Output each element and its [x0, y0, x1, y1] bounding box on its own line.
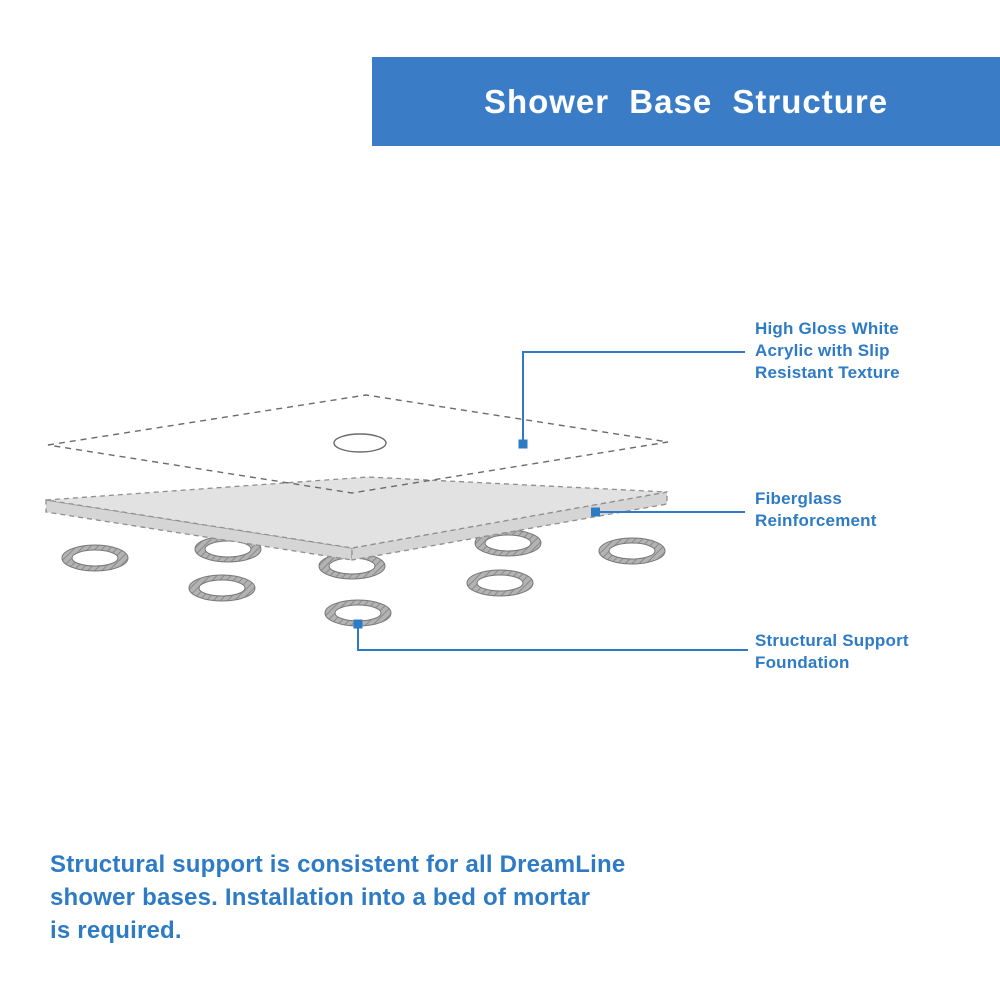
support-ring-6 — [188, 574, 256, 602]
fiberglass-layer — [45, 476, 668, 561]
drain-opening — [333, 433, 387, 453]
support-ring-1 — [61, 544, 129, 572]
callout-marker-acrylic — [518, 439, 528, 449]
page-title: Shower Base Structure — [483, 82, 889, 120]
title-banner: Shower Base Structure — [372, 57, 1000, 146]
callout-markers — [353, 439, 600, 629]
support-rings — [61, 529, 666, 627]
callout-line-foundation — [357, 626, 748, 651]
callout-marker-fiberglass — [591, 507, 600, 517]
callout-lines — [357, 351, 748, 651]
support-ring-8 — [324, 599, 392, 627]
acrylic-layer-outline — [47, 394, 669, 494]
footer-note: Structural support is consistent for all… — [50, 851, 626, 944]
support-ring-5 — [598, 537, 666, 565]
fiberglass-layer-top — [45, 476, 668, 549]
support-ring-7 — [466, 569, 534, 597]
callout-line-acrylic — [522, 351, 745, 441]
callout-label-acrylic: High Gloss White Acrylic with Slip Resis… — [755, 319, 900, 382]
fiberglass-layer-side-right — [351, 491, 668, 561]
callout-label-fiberglass: Fiberglass Reinforcement — [755, 489, 877, 530]
fiberglass-layer-side-left — [45, 499, 353, 561]
callout-marker-foundation — [353, 619, 363, 629]
callout-label-foundation: Structural Support Foundation — [755, 631, 909, 672]
acrylic-top-layer — [47, 394, 669, 494]
